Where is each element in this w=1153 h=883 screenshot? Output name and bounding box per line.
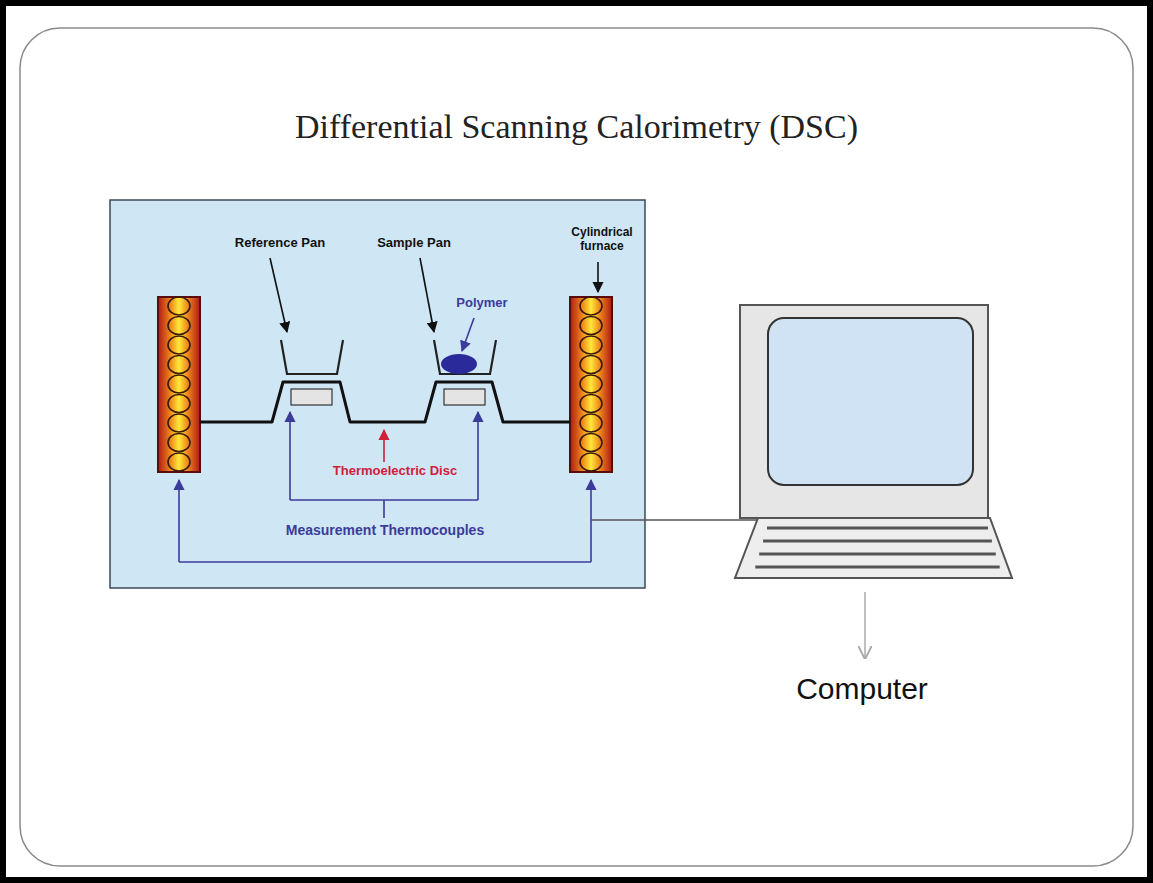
part-label: Thermoelectric Disc [305,464,485,479]
leader-line [420,258,434,332]
thermoelectric-disc [200,382,570,422]
sample-pan [434,340,496,374]
coil-loop [580,395,602,413]
part-label: Measurement Thermocouples [255,522,515,538]
keyboard-keys [755,528,999,567]
coil-loop [168,297,190,315]
coil-loop [580,453,602,471]
thermocouple-wire [590,480,592,562]
coil-loop [168,395,190,413]
key-row [767,527,988,530]
slide-panel [20,28,1133,866]
coil-loop [168,434,190,452]
key-row [759,553,996,556]
coil-loop [168,375,190,393]
polymer-sample [441,354,477,374]
coil-loop [168,336,190,354]
coil-loop [580,356,602,374]
monitor [740,305,988,518]
device-label: Computer [762,672,962,707]
coil-loop [168,414,190,432]
coil-loop [580,434,602,452]
coil-loop [580,414,602,432]
thermocouple-wire [477,412,479,500]
data-cable [591,519,760,521]
part-label: Cylindrical furnace [557,226,647,254]
coil-loop [580,336,602,354]
leader-line [597,262,599,292]
thermocouple-wire [178,480,180,562]
pointer-arrow [864,592,866,658]
leader-line [270,258,287,332]
coil-loop [580,317,602,335]
part-label: Reference Pan [215,236,345,251]
key-row [755,566,999,569]
monitor-screen [768,318,973,485]
part-label: Polymer [442,296,522,311]
coil-loop [580,297,602,315]
thermocouple-sensor [291,389,332,405]
reference-pan [281,340,343,374]
part-label: Sample Pan [359,236,469,251]
slide-title: Differential Scanning Calorimetry (DSC) [0,108,1153,146]
leader-line [383,430,385,462]
thermocouple-wire [290,500,478,518]
thermocouple-wire [289,412,291,500]
thermocouple-wire [179,561,591,563]
coil-loop [580,375,602,393]
keyboard [735,518,1012,578]
furnace-left [158,297,200,472]
coil-loop [168,317,190,335]
furnace-right [570,297,612,472]
coil-loop [168,453,190,471]
instrument-panel [110,200,645,588]
key-row [763,540,992,543]
heater-coil [168,297,602,471]
leader-line [462,318,474,351]
coil-loop [168,356,190,374]
thermocouple-sensor [444,389,485,405]
